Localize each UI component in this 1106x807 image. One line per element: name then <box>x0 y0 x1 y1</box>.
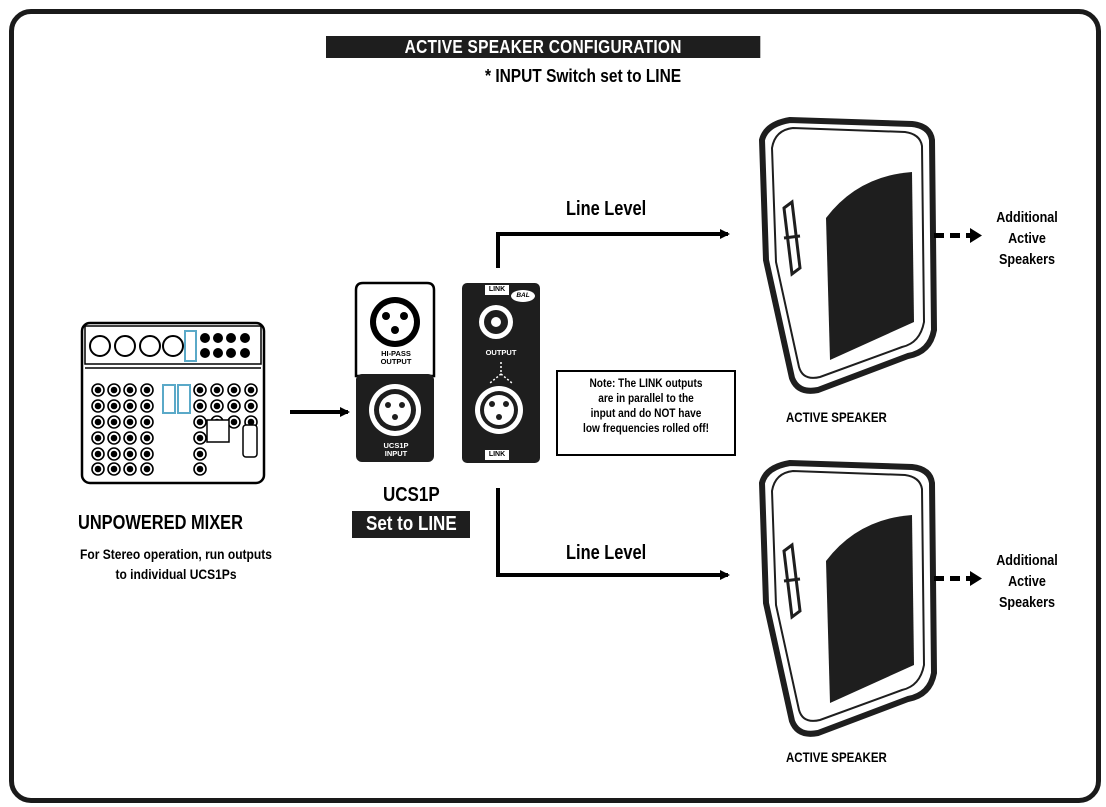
mixer-knob-center <box>110 450 118 458</box>
mixer-knob-center <box>126 450 134 458</box>
mixer-knob-center <box>247 418 255 426</box>
mixer-knob-center <box>94 434 102 442</box>
mixer-knob-center <box>213 386 221 394</box>
mixer-knob-center <box>110 418 118 426</box>
diagram-frame <box>9 9 1101 803</box>
mixer-knob-center <box>196 402 204 410</box>
additional-arrow-bottom <box>934 571 982 586</box>
additional-speakers-bottom: Additional Active Speakers <box>996 552 1058 611</box>
mixer-knob-center <box>126 418 134 426</box>
active-speaker-bottom <box>758 459 938 737</box>
additional-arrow-top <box>934 228 982 243</box>
mixer-knob-center <box>196 434 204 442</box>
additional-speakers-top: Additional Active Speakers <box>996 209 1058 268</box>
mixer-knob-center <box>143 450 151 458</box>
mixer-knob-center <box>126 386 134 394</box>
mixer-knob-center <box>94 402 102 410</box>
set-to-line-badge: Set to LINE <box>352 511 470 538</box>
mixer-knob-center <box>94 418 102 426</box>
mixer-knob-center <box>230 418 238 426</box>
link-outputs-note: Note: The LINK outputs are in parallel t… <box>556 370 736 456</box>
mixer-knob-center <box>110 465 118 473</box>
mixer-knob-center <box>196 418 204 426</box>
top-line-level-label: Line Level <box>566 198 647 220</box>
mixer-knob-center <box>213 402 221 410</box>
mixer-knob-center <box>143 434 151 442</box>
mixer-knob-center <box>94 465 102 473</box>
mixer-label: UNPOWERED MIXER <box>78 512 243 534</box>
output-label: OUTPUT <box>485 348 517 357</box>
mixer-knob-center <box>143 402 151 410</box>
mixer-knob-center <box>126 465 134 473</box>
mixer-knob-center <box>110 386 118 394</box>
mixer-knob-center <box>247 386 255 394</box>
top-line-level-path <box>496 229 730 268</box>
mixer-knob-center <box>196 450 204 458</box>
mixer-knob-center <box>94 450 102 458</box>
ucs1p-label: UCS1P <box>382 484 440 506</box>
link-output-panel <box>462 283 540 463</box>
input-switch-note: * INPUT Switch set to LINE <box>485 66 682 86</box>
mixer-knob-center <box>196 386 204 394</box>
mixer-knob-center <box>143 465 151 473</box>
mixer-knob-center <box>126 434 134 442</box>
mixer-knob-center <box>94 386 102 394</box>
mixer-knob-center <box>110 434 118 442</box>
mixer-knob-center <box>196 465 204 473</box>
mixer-knob-center <box>143 418 151 426</box>
link-bottom-label: LINK <box>488 451 506 458</box>
bal-label: BAL <box>516 292 530 299</box>
mixer-knob-center <box>247 402 255 410</box>
mixer-knob-center <box>143 386 151 394</box>
bottom-speaker-label: ACTIVE SPEAKER <box>786 749 887 765</box>
mixer-knob-center <box>230 402 238 410</box>
top-speaker-label: ACTIVE SPEAKER <box>786 409 887 425</box>
mixer-knob-center <box>230 386 238 394</box>
link-top-label: LINK <box>488 286 506 293</box>
bottom-line-level-path <box>496 488 730 580</box>
bottom-line-level-label: Line Level <box>566 542 647 564</box>
mixer-illustration <box>80 321 266 485</box>
active-speaker-top <box>758 116 938 394</box>
mixer-knob-center <box>126 402 134 410</box>
ucs1p-input-module <box>354 281 436 462</box>
diagram-title: ACTIVE SPEAKER CONFIGURATION <box>326 36 761 58</box>
mixer-caption: For Stereo operation, run outputs to ind… <box>80 546 272 582</box>
mixer-knob-center <box>110 402 118 410</box>
